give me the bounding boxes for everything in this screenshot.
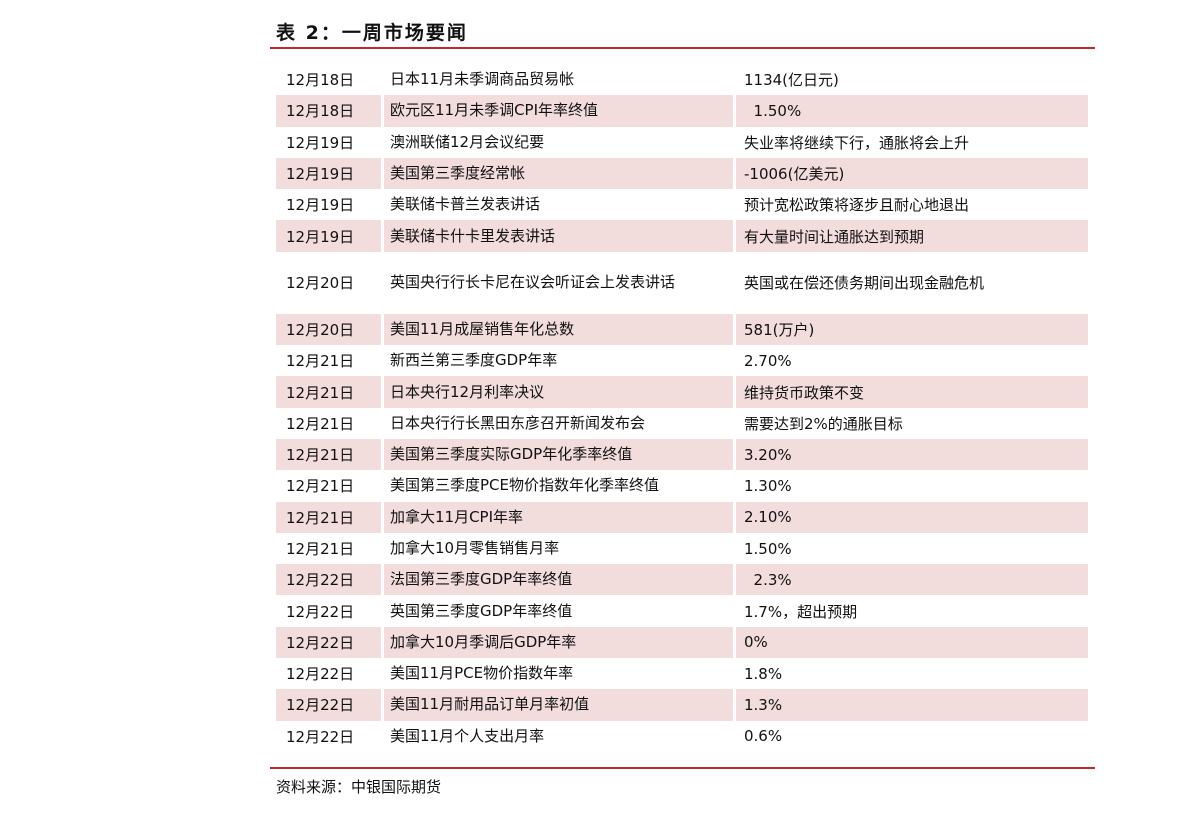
date-cell: 12月21日 [276, 407, 384, 439]
value-cell: 1.8% [744, 664, 783, 683]
value-cell: 1.7%，超出预期 [744, 602, 858, 621]
table-row: 12月22日美国11月PCE物价指数年率 1.8% [276, 658, 1088, 690]
value-cell: 1134(亿日元) [744, 71, 839, 90]
date-cell: 12月19日 [276, 189, 384, 221]
event-cell: 美国第三季度实际GDP年化季率终值 [384, 438, 736, 471]
table-row: 12月18日日本11月未季调商品贸易帐 1134(亿日元) [276, 64, 1088, 96]
date-cell: 12月20日 [276, 313, 384, 346]
value-cell: 2.3% [736, 564, 1088, 596]
value-cell: 1.50% [744, 539, 792, 558]
value-cell: 失业率将继续下行，通胀将会上升 [744, 133, 970, 152]
value-cell: 预计宽松政策将逐步且耐心地退出 [744, 196, 970, 215]
table-row: 12月18日欧元区11月未季调CPI年率终值 1.50% [276, 95, 1088, 127]
market-news-table: 12月18日日本11月未季调商品贸易帐 1134(亿日元) 12月18日欧元区11月… [276, 64, 1088, 752]
event-cell: 美联储卡普兰发表讲话 [384, 189, 736, 221]
event-cell: 英国第三季度GDP年率终值 [384, 595, 736, 627]
value-cell: 需要达到2%的通胀目标 [744, 414, 903, 433]
table-row: 12月19日澳洲联储12月会议纪要失业率将继续下行，通胀将会上升 [276, 126, 1088, 158]
table-row: 12月19日美联储卡什卡里发表讲话有大量时间让通胀达到预期 [276, 220, 1088, 252]
table-row: 12月21日加拿大10月零售销售月率 1.50% [276, 532, 1088, 565]
date-cell: 12月18日 [276, 95, 384, 127]
date-cell: 12月22日 [276, 720, 384, 752]
table-row: 12月22日美国11月个人支出月率 0.6% [276, 720, 1088, 752]
date-cell: 12月21日 [276, 470, 384, 502]
value-cell: 1.3% [736, 689, 1088, 721]
date-cell: 12月21日 [276, 532, 384, 565]
event-cell: 法国第三季度GDP年率终值 [384, 564, 736, 596]
date-cell: 12月22日 [276, 658, 384, 690]
date-cell: 12月19日 [276, 220, 384, 252]
table-title: 表 2：一周市场要闻 [276, 22, 468, 44]
value-cell: 有大量时间让通胀达到预期 [736, 220, 1088, 252]
event-cell: 美国11月PCE物价指数年率 [384, 658, 736, 690]
date-cell: 12月21日 [276, 376, 384, 408]
value-cell: 2.10% [736, 501, 1088, 533]
date-cell: 12月22日 [276, 595, 384, 627]
event-cell: 欧元区11月未季调CPI年率终值 [384, 95, 736, 127]
date-cell: 12月19日 [276, 126, 384, 158]
value-cell: 1.30% [744, 476, 792, 495]
date-cell: 12月21日 [276, 345, 384, 377]
table-row: 12月20日英国央行行长卡尼在议会听证会上发表讲话英国或在偿还债务期间出现金融危… [276, 251, 1088, 314]
value-cell: -1006(亿美元) [736, 157, 1088, 190]
top-divider [270, 47, 1095, 49]
event-cell: 澳洲联储12月会议纪要 [384, 126, 736, 158]
table-row: 12月22日英国第三季度GDP年率终值 1.7%，超出预期 [276, 595, 1088, 627]
table-row: 12月19日美国第三季度经常帐-1006(亿美元) [276, 157, 1088, 190]
value-cell: 英国或在偿还债务期间出现金融危机 [744, 274, 985, 293]
event-cell: 日本央行12月利率决议 [384, 376, 736, 408]
table-row: 12月21日新西兰第三季度GDP年率 2.70% [276, 345, 1088, 377]
date-cell: 12月22日 [276, 564, 384, 596]
event-cell: 美国11月成屋销售年化总数 [384, 313, 736, 346]
event-cell: 加拿大11月CPI年率 [384, 501, 736, 533]
value-cell: 2.70% [744, 351, 792, 370]
event-cell: 美国11月耐用品订单月率初值 [384, 689, 736, 721]
date-cell: 12月22日 [276, 626, 384, 659]
date-cell: 12月19日 [276, 157, 384, 190]
table-row: 12月22日法国第三季度GDP年率终值 2.3% [276, 564, 1088, 596]
event-cell: 日本11月未季调商品贸易帐 [384, 64, 736, 96]
table-row: 12月19日美联储卡普兰发表讲话预计宽松政策将逐步且耐心地退出 [276, 189, 1088, 221]
value-cell: 0.6% [744, 727, 783, 746]
date-cell: 12月21日 [276, 438, 384, 471]
bottom-divider [270, 767, 1095, 769]
event-cell: 日本央行行长黑田东彦召开新闻发布会 [384, 407, 736, 439]
table-row: 12月21日美国第三季度PCE物价指数年化季率终值 1.30% [276, 470, 1088, 502]
event-cell: 英国央行行长卡尼在议会听证会上发表讲话 [384, 251, 736, 314]
event-cell: 加拿大10月季调后GDP年率 [384, 626, 736, 659]
source-note: 资料来源：中银国际期货 [276, 778, 442, 796]
event-cell: 美国第三季度PCE物价指数年化季率终值 [384, 470, 736, 502]
date-cell: 12月20日 [276, 251, 384, 314]
value-cell: 维持货币政策不变 [736, 376, 1088, 408]
event-cell: 加拿大10月零售销售月率 [384, 532, 736, 565]
event-cell: 美联储卡什卡里发表讲话 [384, 220, 736, 252]
event-cell: 美国11月个人支出月率 [384, 720, 736, 752]
table-row: 12月21日日本央行12月利率决议维持货币政策不变 [276, 376, 1088, 408]
event-cell: 美国第三季度经常帐 [384, 157, 736, 190]
date-cell: 12月22日 [276, 689, 384, 721]
date-cell: 12月18日 [276, 64, 384, 96]
value-cell: 0% [736, 626, 1088, 659]
table-row: 12月21日日本央行行长黑田东彦召开新闻发布会需要达到2%的通胀目标 [276, 407, 1088, 439]
date-cell: 12月21日 [276, 501, 384, 533]
value-cell: 581(万户) [736, 313, 1088, 346]
value-cell: 1.50% [736, 95, 1088, 127]
value-cell: 3.20% [736, 438, 1088, 471]
event-cell: 新西兰第三季度GDP年率 [384, 345, 736, 377]
